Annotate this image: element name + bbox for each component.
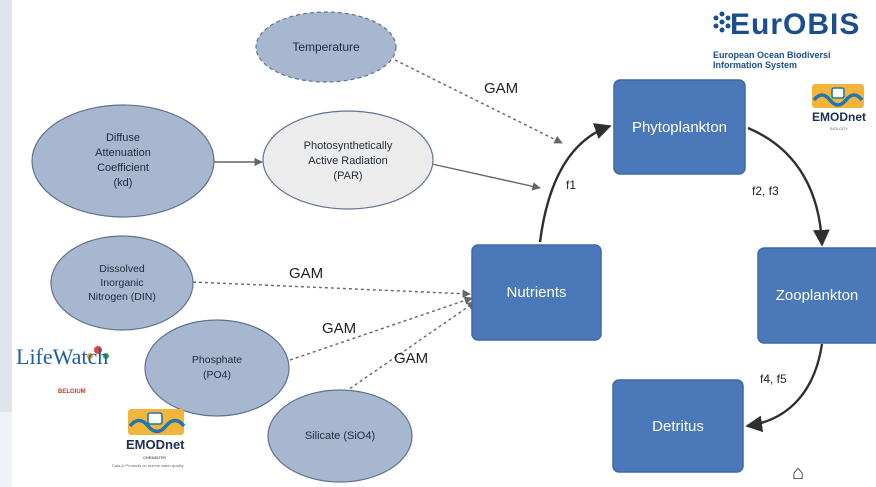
emodnet-biology-label: EMODnet xyxy=(812,110,866,124)
node-phosphate xyxy=(144,319,290,417)
node-par xyxy=(262,110,434,210)
edge-label-gam-silicate: GAM xyxy=(394,350,429,367)
node-din-label: Dissolved Inorganic Nitrogen (DIN) xyxy=(88,263,156,303)
emodnet-chemistry-label: EMODnet xyxy=(126,437,185,452)
edge-label-f2-f3: f2, f3 xyxy=(752,184,779,198)
node-diffuse-attenuation xyxy=(31,104,215,218)
node-phosphate-label: Phosphate (PO4) xyxy=(191,354,243,381)
edge-nutrients-phytoplankton xyxy=(538,123,612,243)
node-silicate xyxy=(267,389,413,483)
emodnet-chemistry-sublabel: CHEMISTRY xyxy=(143,455,167,460)
eurobis-fish-icon xyxy=(713,11,731,33)
node-detritus-box xyxy=(612,379,744,473)
emodnet-chemistry-logo xyxy=(128,409,186,435)
edge-label-gam-temperature: GAM xyxy=(484,80,519,97)
node-nutrients-box xyxy=(471,244,602,341)
node-par-label: Photosynthetically Active Radiation (PAR… xyxy=(303,139,393,182)
node-silicate-label: Silicate (SiO4) xyxy=(304,429,376,442)
node-temperature-label: Temperature xyxy=(292,39,360,54)
edge-label-f1: f1 xyxy=(566,178,577,192)
emodnet-biology-sublabel: BIOLOGY xyxy=(830,126,849,131)
node-detritus-label: Detritus xyxy=(652,417,704,435)
left-edge-strip xyxy=(0,0,12,487)
lifewatch-flower-icon xyxy=(87,346,109,359)
node-zooplankton-box xyxy=(757,247,876,344)
edge-phytoplankton-zooplankton xyxy=(747,126,830,247)
emodnet-biology-logo xyxy=(812,84,864,108)
node-zooplankton-label: Zooplankton xyxy=(775,287,859,304)
edge-din-nutrients xyxy=(192,281,471,298)
node-phytoplankton-box xyxy=(613,79,746,175)
node-nutrients-label: Nutrients xyxy=(506,284,567,301)
corner-cursor-icon: ⌂ xyxy=(792,462,805,484)
node-diffuse-attenuation-label: Diffuse Attenuation Coefficient (kd) xyxy=(95,132,151,189)
edge-label-gam-din: GAM xyxy=(289,265,324,282)
lifewatch-logo-sub: BELGIUM xyxy=(58,389,86,395)
node-phytoplankton-label: Phytoplankton xyxy=(631,118,728,136)
eurobis-logo-subtitle: European Ocean Biodiversi Information Sy… xyxy=(713,50,831,70)
edge-silicate-nutrients xyxy=(344,301,476,393)
edge-label-gam-phosphate: GAM xyxy=(322,320,357,337)
left-edge-strip-lower xyxy=(0,412,12,487)
edge-label-f4-f5: f4, f5 xyxy=(760,372,787,386)
lifewatch-logo: LifeWatch xyxy=(16,344,109,369)
emodnet-chemistry-tagline: Data & Products on marine water quality xyxy=(112,463,184,468)
edge-par-phytoplankton xyxy=(431,163,541,191)
edge-zooplankton-detritus xyxy=(745,343,824,433)
edge-phosphate-nutrients xyxy=(289,296,473,361)
node-din xyxy=(50,235,194,331)
eurobis-logo-title: EurOBIS xyxy=(730,8,861,41)
node-temperature xyxy=(255,11,397,83)
edge-temperature-phytoplankton xyxy=(394,59,563,144)
